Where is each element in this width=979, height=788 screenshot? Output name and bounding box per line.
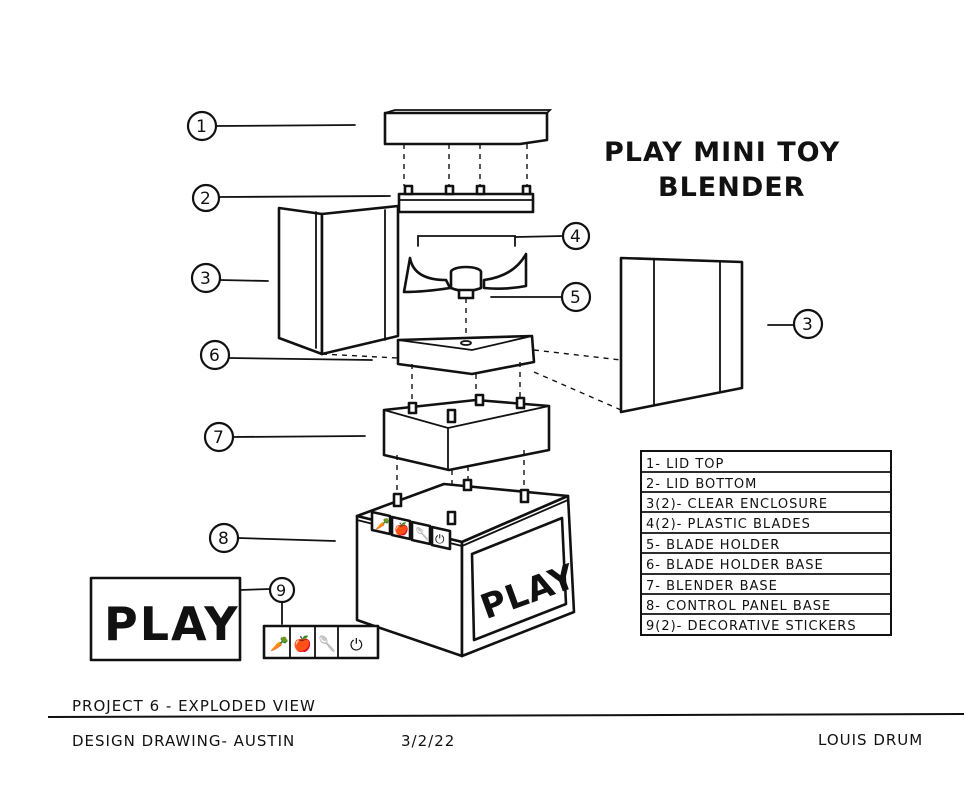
parts-row-3: 3(2)- CLEAR ENCLOSURE xyxy=(646,497,828,512)
sticker-carrot-icon: 🥕 xyxy=(270,635,289,653)
title-block: PROJECT 6 - EXPLODED VIEW DESIGN DRAWING… xyxy=(47,697,965,750)
date-label: 3/2/22 xyxy=(401,732,455,750)
callout-5: 5 xyxy=(570,288,581,308)
parts-row-6: 6- BLADE HOLDER BASE xyxy=(646,558,824,573)
course-label: DESIGN DRAWING- AUSTIN xyxy=(72,732,295,750)
control-panel-buttons: 🥕 🍎 🥄 ⏻ xyxy=(370,510,452,551)
part-3-clear-enclosure-left xyxy=(277,204,400,356)
callout-4: 4 xyxy=(570,227,581,247)
part-2-lid-bottom xyxy=(397,184,535,214)
apple-icon: 🍎 xyxy=(394,521,409,536)
parts-row-9: 9(2)- DECORATIVE STICKERS xyxy=(646,619,857,634)
parts-row-2: 2- LID BOTTOM xyxy=(646,477,757,492)
spoon-icon: 🥄 xyxy=(415,526,430,541)
sticker-power-icon: ⏻ xyxy=(350,635,363,654)
callout-3-left: 3 xyxy=(200,269,211,289)
callout-6: 6 xyxy=(209,346,220,366)
callout-9: 9 xyxy=(276,581,286,600)
sticker-play-text: PLAY xyxy=(104,597,240,651)
part-7-blender-base xyxy=(382,393,551,472)
parts-row-8: 8- CONTROL PANEL BASE xyxy=(646,599,831,614)
callout-7: 7 xyxy=(213,428,224,448)
carrot-icon: 🥕 xyxy=(375,517,390,531)
callout-3-right: 3 xyxy=(802,315,813,335)
author-label: LOUIS DRUM xyxy=(818,731,923,749)
part-9-decorative-stickers: PLAY 🥕 🍎 🥄 ⏻ xyxy=(89,576,380,662)
parts-row-4: 4(2)- PLASTIC BLADES xyxy=(646,517,811,532)
part-8-control-panel-base: 🥕 🍎 🥄 ⏻ PLAY xyxy=(355,478,581,658)
callout-2: 2 xyxy=(200,189,211,209)
part-6-blade-holder-base xyxy=(396,334,536,376)
part-1-lid-top xyxy=(383,109,553,146)
parts-row-5: 5- BLADE HOLDER xyxy=(646,538,780,553)
callouts: 1 2 3 4 5 6 7 8 9 3 xyxy=(186,110,824,625)
title-line-2: BLENDER xyxy=(658,172,805,203)
part-3-clear-enclosure-right xyxy=(619,256,744,414)
callout-8: 8 xyxy=(218,529,229,549)
project-label: PROJECT 6 - EXPLODED VIEW xyxy=(72,697,316,715)
parts-row-7: 7- BLENDER BASE xyxy=(646,579,778,594)
part-5-blade-holder xyxy=(449,265,483,338)
callout-1: 1 xyxy=(196,117,207,137)
parts-row-1: 1- LID TOP xyxy=(646,457,724,472)
sticker-spoon-icon: 🥄 xyxy=(318,634,337,653)
title-line-1: PLAY MINI TOY xyxy=(604,137,840,168)
parts-table: 1- LID TOP 2- LID BOTTOM 3(2)- CLEAR ENC… xyxy=(640,450,892,636)
power-icon: ⏻ xyxy=(435,532,445,546)
sticker-apple-icon: 🍎 xyxy=(293,634,312,653)
